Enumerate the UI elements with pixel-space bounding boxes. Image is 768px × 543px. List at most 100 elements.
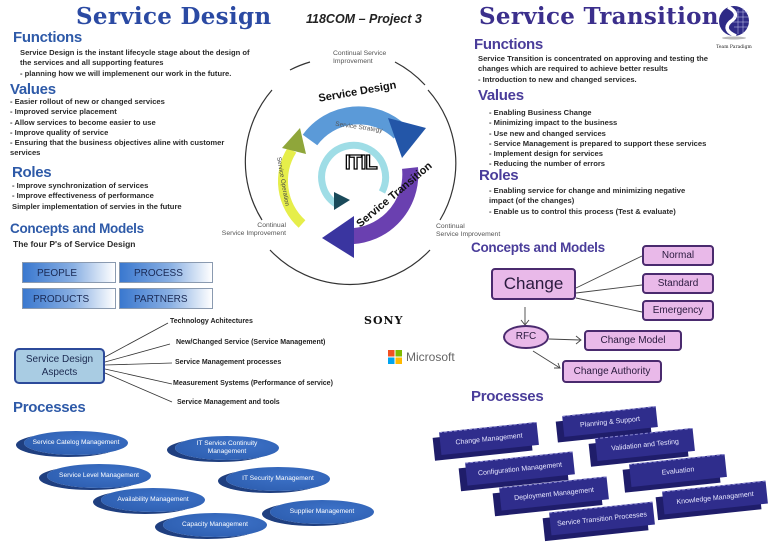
list-item: - Enabling Business Change [489, 108, 592, 117]
process-evaluation: Evaluation [629, 454, 727, 487]
list-item: - Ensuring that the business objectives … [10, 138, 225, 148]
service-design-title: Service Design [76, 3, 272, 30]
service-operation-arrow [278, 147, 306, 228]
connector-line [104, 362, 173, 366]
connector-line [575, 297, 643, 313]
text-line: - planning how we will implemenent our w… [20, 68, 232, 78]
text-line: Service Transition is concentrated on ap… [478, 54, 708, 63]
itil-lifecycle-diagram [244, 61, 457, 286]
st-functions-text: Service Transition is concentrated on ap… [478, 54, 708, 85]
list-item: Simpler implementation of servies in the… [12, 201, 182, 211]
service-strategy-ring [318, 141, 390, 207]
aspects-connectors [104, 322, 173, 403]
process-availability: Availability Management [101, 488, 205, 512]
service-transition-title: Service Transition [479, 3, 719, 30]
list-item: - Improved service placement [10, 107, 117, 117]
connector-line [104, 322, 169, 358]
process-service-transition-processes: Service Transition Processes [549, 501, 655, 536]
list-item: - Allow services to become easier to use [10, 117, 156, 127]
list-item: - Use new and changed services [489, 128, 606, 138]
change-type-normal: Normal [642, 245, 714, 266]
csi-arc-bottom [269, 249, 431, 286]
list-item: - Service Management is prepared to supp… [489, 138, 707, 148]
list-item: - Reducing the number of errors [489, 159, 606, 169]
csi-text: Continual [436, 223, 465, 230]
csi-text: Improvement [333, 58, 373, 65]
change-type-standard: Standard [642, 273, 714, 294]
process-capacity: Capacity Management [163, 513, 267, 537]
text-line: - Introduction to new and changed servic… [478, 74, 637, 84]
four-p-process: PROCESS [119, 262, 213, 283]
four-p-partners: PARTNERS [119, 288, 213, 309]
connector-line [548, 338, 581, 341]
csi-text: Continual Service [333, 50, 387, 57]
connector-line [575, 255, 643, 289]
process-service-level: Service Level Management [47, 464, 151, 488]
connector-line [532, 350, 561, 369]
csi-left-label: Continual Service Improvement [218, 222, 286, 238]
list-item: - Enable us to control this process (Tes… [489, 206, 676, 216]
change-type-emergency: Emergency [642, 300, 714, 321]
csi-top-label: Continual Service Improvement [333, 50, 386, 66]
sd-roles-heading: Roles [12, 164, 52, 181]
sd-values-heading: Values [10, 81, 56, 98]
st-processes-heading: Processes [471, 388, 544, 405]
list-item: impact (of the changes) [489, 196, 575, 206]
aspect-item: Service Management and tools [177, 399, 280, 406]
sd-roles-list: - Improve synchronization of services - … [12, 181, 182, 212]
service-transition-arrow [341, 167, 419, 245]
text-line: the services and all supporting features [20, 58, 164, 68]
csi-arc-top-right [394, 61, 426, 86]
csi-text: Service Improvement [436, 231, 501, 238]
service-operation-arrowhead [282, 128, 306, 154]
aspects-label: Aspects [41, 367, 78, 378]
st-values-list: - Enabling Business Change - Minimizing … [489, 108, 706, 170]
team-paradigm-logo: Team Paradigm [716, 4, 752, 50]
csi-arc-top-left [289, 61, 311, 71]
process-deployment-management: Deployment Management [499, 476, 609, 511]
aspects-label: Service Design [25, 354, 94, 365]
service-design-aspects-box: Service Design Aspects [14, 348, 105, 384]
st-functions-heading: Functions [474, 36, 543, 53]
itil-center-label: ITIL [344, 151, 378, 174]
service-strategy-arrowhead [334, 192, 350, 210]
sony-logo: SONY [364, 314, 404, 327]
service-design-arrow [302, 106, 407, 146]
st-values-heading: Values [478, 87, 524, 104]
list-item: - Minimizing impact to the business [489, 118, 618, 128]
service-transition-arrowhead [322, 216, 354, 258]
process-validation-testing: Validation and Testing [595, 427, 695, 462]
rfc-ellipse: RFC [503, 325, 549, 349]
change-diagram-connectors [520, 255, 643, 369]
list-item: services [10, 148, 41, 158]
aspect-item: Service Management processes [175, 359, 282, 366]
connector-line [575, 284, 643, 294]
four-p-people: PEOPLE [22, 262, 116, 283]
aspect-item: Technology Achitectures [170, 318, 253, 325]
list-item: - Improve effectiveness of performance [12, 191, 154, 201]
st-roles-list: - Enabling service for change and minimi… [489, 186, 685, 217]
list-item: - Implement design for services [489, 149, 603, 159]
arrowhead [575, 335, 582, 345]
process-it-security: IT Security Management [226, 467, 330, 491]
project-title: 118COM – Project 3 [306, 12, 422, 26]
list-item: - Improve quality of service [10, 127, 109, 137]
connector-line [104, 372, 173, 403]
text-line: Service Design is the instant lifecycle … [20, 48, 250, 57]
service-design-arrowhead [388, 118, 426, 158]
microsoft-windows-icon [388, 350, 402, 364]
sd-functions-text: Service Design is the instant lifecycle … [20, 48, 250, 79]
csi-text: Continual [257, 222, 286, 229]
process-knowledge-management: Knowledge Managament [662, 480, 768, 515]
globe-icon [719, 5, 749, 40]
process-change-management: Change Management [439, 421, 539, 456]
list-item: - Easier rollout of new or changed servi… [10, 97, 165, 106]
four-p-products: PRODUCTS [22, 288, 116, 309]
change-authority-box: Change Authority [562, 360, 662, 383]
csi-arc-left [244, 89, 273, 221]
connector-line [104, 343, 171, 363]
sd-concepts-heading: Concepts and Models [10, 221, 144, 236]
st-concepts-heading: Concepts and Models [471, 240, 605, 255]
st-roles-heading: Roles [479, 167, 519, 184]
process-it-service-continuity: IT Service Continuity Management [175, 436, 279, 460]
